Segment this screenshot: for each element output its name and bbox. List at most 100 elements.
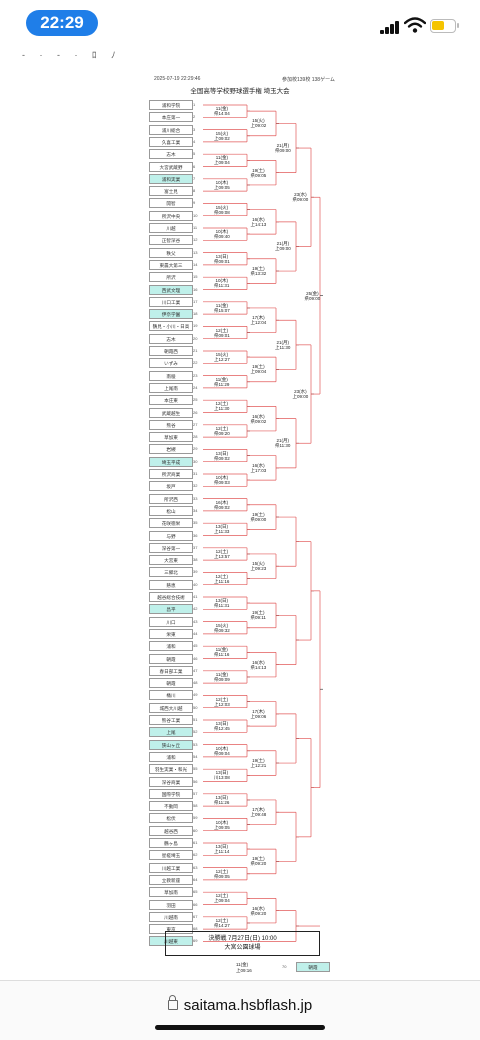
team-seed-number: 56 <box>193 778 198 784</box>
game-label: 25(金)県09:00 <box>305 291 321 301</box>
game-label: 23(水)上09:00 <box>293 389 309 399</box>
game-label: 12(土)上13:57 <box>214 549 230 559</box>
game-label: 19(土)上12:21 <box>251 758 267 768</box>
team-seed-number: 21 <box>193 348 198 353</box>
team-seed-number: 62 <box>193 852 198 858</box>
team-entry: 東農大第三 <box>149 259 193 270</box>
url-display[interactable]: saitama.hsbflash.jp <box>0 995 480 1014</box>
game-date: 12(土) <box>215 893 229 899</box>
team-seed-number: 15 <box>193 274 198 280</box>
team-seed-number: 29 <box>193 446 198 452</box>
team-seed-number: 11 <box>193 225 198 230</box>
game-date: 19(土) <box>252 266 265 272</box>
game-date: 10(木) <box>215 745 229 751</box>
game-date: 10(木) <box>215 475 229 481</box>
game-date: 12(土) <box>215 425 229 431</box>
game-date: 17(木) <box>252 807 265 813</box>
game-label: 11(金)県09:09 <box>214 672 230 682</box>
team-entry: 与野 <box>149 530 193 541</box>
team-entry: 川越南 <box>149 911 193 922</box>
team-entry: 坂戸 <box>149 481 193 492</box>
team-seed-number: 35 <box>193 520 198 526</box>
game-date: 16(木) <box>215 499 229 505</box>
home-indicator[interactable] <box>155 1025 325 1030</box>
team-seed-number: 3 <box>193 126 196 132</box>
team-seed-number: 47 <box>193 667 198 673</box>
team-seed-number: 8 <box>193 188 196 194</box>
game-date: 23(水) <box>294 192 307 198</box>
game-time: 県11:29 <box>214 381 230 387</box>
game-time: 上11:14 <box>214 849 230 855</box>
game-time: 上09:02 <box>214 135 230 141</box>
game-date: 13(日) <box>215 524 228 530</box>
next-bracket-peek: 11(金) 上09:16 70 朝霞 <box>0 958 480 980</box>
game-date: 12(土) <box>215 327 229 333</box>
game-date: 10(木) <box>215 229 229 235</box>
team-entry: 草加東 <box>149 432 193 443</box>
team-entry: 所沢 <box>149 272 193 283</box>
team-entry: 浦和 <box>149 641 193 652</box>
game-time: 上12:27 <box>214 357 230 363</box>
game-time: 県09:04 <box>214 750 230 756</box>
team-entry: 熊谷 <box>149 419 193 430</box>
team-entry: 所沢中央 <box>149 210 193 221</box>
game-date: 23(水) <box>294 389 307 395</box>
browser-address-bar[interactable]: saitama.hsbflash.jp <box>0 980 480 1040</box>
team-entry: 開智 <box>149 198 193 209</box>
doc-timestamp: 2025-07-19 22:29:46 <box>154 76 201 82</box>
team-seed-number: 12 <box>193 237 198 243</box>
team-seed-number: 58 <box>193 803 198 809</box>
game-date: 16(水) <box>252 413 265 419</box>
team-seed-number: 45 <box>193 643 198 649</box>
team-entry: 松伏 <box>149 813 193 824</box>
game-label: 13(日)県09:02 <box>214 451 230 461</box>
team-seed-number: 46 <box>193 655 198 661</box>
team-seed-number: 23 <box>193 372 198 378</box>
game-time: 県09:09 <box>214 676 230 682</box>
game-date: 11(金) <box>215 647 228 653</box>
game-date: 10(木) <box>215 179 229 185</box>
team-entry: 所沢西 <box>149 493 193 504</box>
game-date: 17(木) <box>252 315 265 321</box>
team-seed-number: 22 <box>193 360 198 366</box>
cellular-signal-icon <box>380 20 402 34</box>
team-seed-number: 38 <box>193 557 198 563</box>
game-label: 15(火)上09:23 <box>251 561 267 571</box>
game-time: 県14:13 <box>250 664 267 670</box>
team-seed-number: 27 <box>193 421 198 427</box>
team-entry: 本庄東 <box>149 395 193 406</box>
game-label: 15(火)県09:32 <box>214 623 230 633</box>
game-time: 県14:04 <box>214 111 230 117</box>
game-label: 21(月)県09:00 <box>275 143 291 153</box>
final-game-info: 決勝戦 7月27日(日) 10:00 大宮公園球場 <box>165 931 320 956</box>
team-entry: 秩父 <box>149 247 193 258</box>
game-label: 12(土)県09:20 <box>214 426 230 436</box>
game-date: 15(火) <box>215 622 229 628</box>
game-date: 21(月) <box>276 339 289 345</box>
team-entry: 上尾 <box>149 727 193 738</box>
team-seed-number: 59 <box>193 815 198 821</box>
team-entry: 川越工業 <box>149 862 193 873</box>
team-seed-number: 49 <box>193 692 198 698</box>
team-entry: 川越東 <box>149 936 193 947</box>
game-time: 上11:16 <box>214 578 230 584</box>
game-label: 11(金)県15:07 <box>214 303 230 313</box>
team-seed-number: 17 <box>193 298 198 304</box>
status-bar: 22:29 <box>0 0 480 46</box>
team-entry: 城西大川越 <box>149 702 193 713</box>
team-entry: 川越 <box>149 223 193 233</box>
team-entry: 武蔵越生 <box>149 407 193 418</box>
team-entry: 国際学院 <box>149 788 193 799</box>
team-seed-number: 55 <box>193 766 198 772</box>
game-label: 13(日)県11:26 <box>214 795 229 805</box>
game-date: 16(水) <box>252 462 265 468</box>
game-time: 上14:13 <box>250 221 267 227</box>
game-date: 16(水) <box>252 905 265 911</box>
game-time: 県15:07 <box>214 307 230 313</box>
game-time: 上09:00 <box>292 394 309 400</box>
final-venue: 大宮公園球場 <box>224 945 261 951</box>
team-entry: 大宮東 <box>149 555 193 566</box>
game-date: 15(火) <box>215 130 229 136</box>
game-time: 県09:08 <box>214 209 230 215</box>
team-seed-number: 44 <box>193 630 198 636</box>
